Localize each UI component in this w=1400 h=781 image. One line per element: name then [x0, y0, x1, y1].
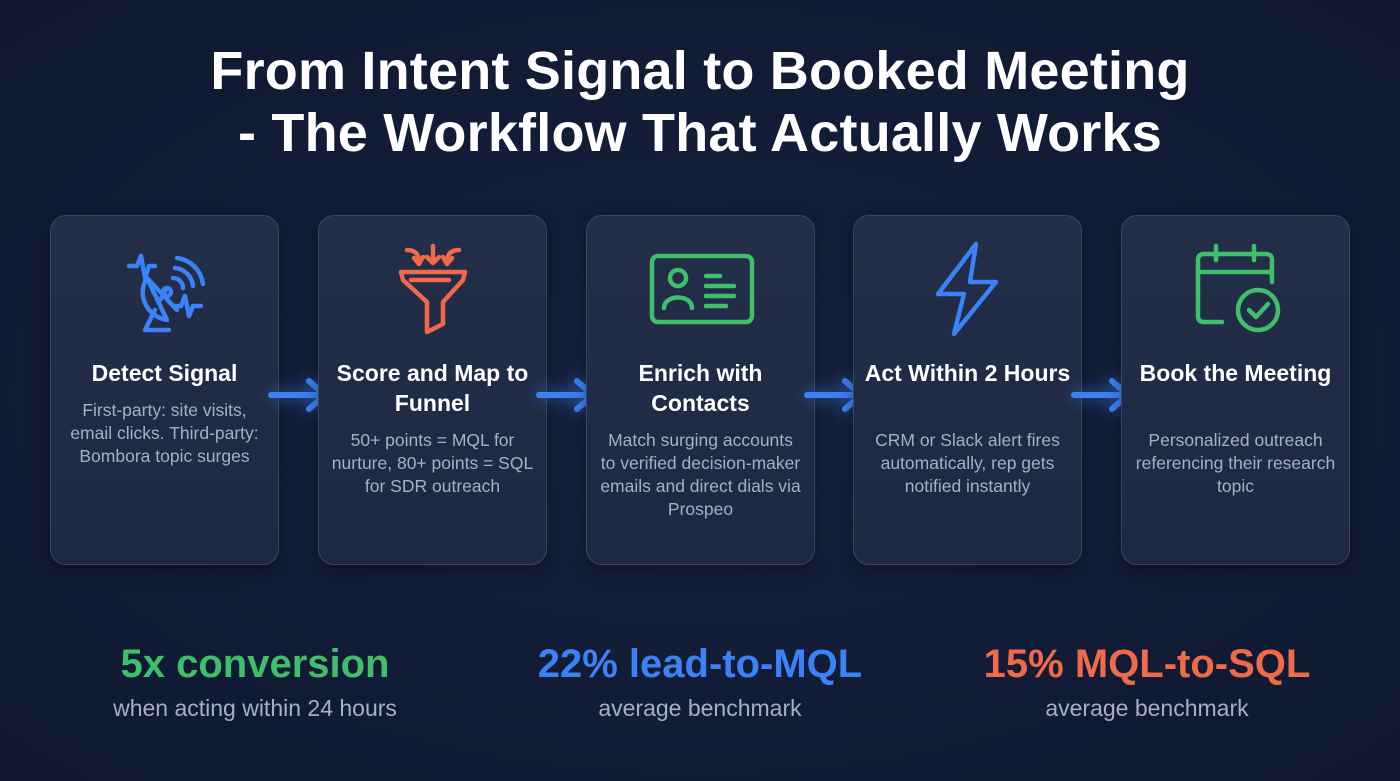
- step-title: Enrich with Contacts: [638, 360, 763, 416]
- workflow-steps: Detect Signal First-party: site visits, …: [50, 215, 1350, 565]
- funnel-icon: [383, 238, 483, 338]
- stat-lead-to-mql: 22% lead-to-MQL average benchmark: [515, 640, 885, 722]
- step-card-book-meeting: Book the Meeting Personalized outreach r…: [1121, 215, 1350, 565]
- contact-card-icon: [646, 238, 756, 338]
- calendar-check-icon: [1186, 238, 1286, 338]
- stat-caption: average benchmark: [598, 695, 802, 721]
- step-title: Act Within 2 Hours: [864, 360, 1071, 386]
- title-line-1: From Intent Signal to Booked Meeting: [210, 41, 1190, 101]
- stat-caption: when acting within 24 hours: [113, 695, 397, 721]
- step-description: First-party: site visits, email clicks. …: [70, 400, 259, 466]
- step-description: Match surging accounts to verified decis…: [600, 430, 801, 519]
- stat-value: 22% lead-to-MQL: [537, 642, 863, 686]
- stat-caption: average benchmark: [1045, 695, 1249, 721]
- page-title: From Intent Signal to Booked Meeting - T…: [0, 40, 1400, 164]
- stat-value: 5x conversion: [120, 642, 390, 686]
- step-card-detect-signal: Detect Signal First-party: site visits, …: [50, 215, 279, 565]
- stat-value: 15% MQL-to-SQL: [983, 642, 1311, 686]
- satellite-dish-icon: [115, 238, 215, 338]
- step-card-score-and-map: Score and Map to Funnel 50+ points = MQL…: [318, 215, 547, 565]
- step-card-act-within-2-hours: Act Within 2 Hours CRM or Slack alert fi…: [853, 215, 1082, 565]
- stat-mql-to-sql: 15% MQL-to-SQL average benchmark: [962, 640, 1332, 722]
- stat-conversion: 5x conversion when acting within 24 hour…: [70, 640, 440, 722]
- step-title: Detect Signal: [91, 360, 238, 386]
- step-description: Personalized outreach referencing their …: [1135, 430, 1336, 496]
- lightning-bolt-icon: [918, 238, 1018, 338]
- step-card-enrich-contacts: Enrich with Contacts Match surging accou…: [586, 215, 815, 565]
- step-description: CRM or Slack alert fires automatically, …: [875, 430, 1060, 496]
- step-title: Score and Map to Funnel: [336, 360, 529, 416]
- step-description: 50+ points = MQL for nurture, 80+ points…: [331, 430, 534, 496]
- title-line-2: - The Workflow That Actually Works: [238, 103, 1162, 163]
- step-title: Book the Meeting: [1139, 360, 1332, 386]
